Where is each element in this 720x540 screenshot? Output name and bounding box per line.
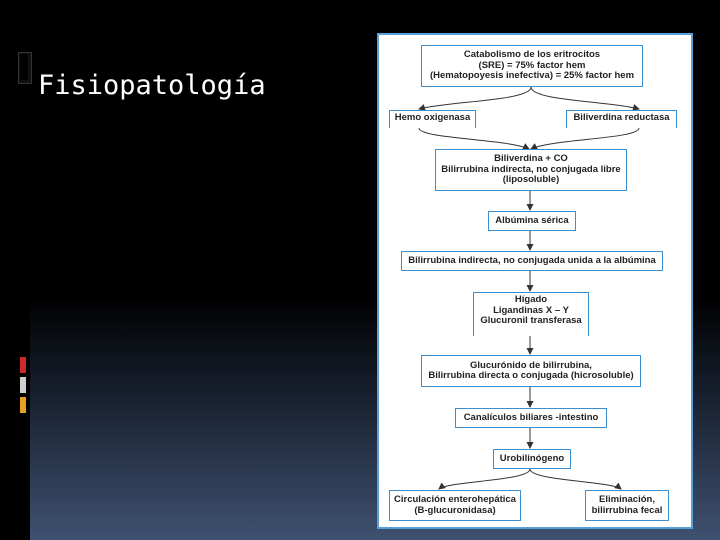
- node-biliverdina-co-line-2: Bilirrubina indirecta, no conjugada libr…: [441, 163, 621, 175]
- flowchart: Catabolismo de los eritrocitos (SRE) = 7…: [377, 33, 693, 529]
- node-hemo-oxigenasa: Hemo oxigenasa: [389, 110, 476, 128]
- node-eliminacion-line-1: Eliminación,: [599, 494, 655, 505]
- node-biliverdina-reductasa-line-1: Biliverdina reductasa: [573, 112, 670, 123]
- node-catabolismo-line-3: (Hematopoyesis inefectiva) = 25% factor …: [429, 70, 635, 82]
- node-eliminacion-line-2: bilirrubina fecal: [591, 504, 663, 516]
- node-canaliculos-line-1: Canalículos biliares -intestino: [463, 411, 599, 423]
- node-catabolismo: Catabolismo de los eritrocitos (SRE) = 7…: [421, 45, 643, 87]
- node-higado: Hígado Ligandinas X – Y Glucuronil trans…: [473, 292, 589, 336]
- connector-to-biliverdina: [418, 127, 530, 150]
- node-albumina: Albúmina sérica: [488, 211, 576, 231]
- connector-catabolismo-split: [418, 86, 532, 111]
- node-albumina-line-1: Albúmina sérica: [495, 214, 569, 226]
- node-circulacion-line-2: (B-glucuronidasa): [414, 504, 496, 516]
- accent-bar-red: [20, 357, 26, 373]
- node-catabolismo-line-2: (SRE) = 75% factor hem: [478, 59, 586, 71]
- node-bilirrubina-unida-line-1: Bilirrubina indirecta, no conjugada unid…: [408, 254, 656, 266]
- connector-to-eliminacion: [529, 468, 622, 490]
- title-marker-inner: [20, 54, 28, 80]
- node-biliverdina-co-line-3: (liposoluble): [502, 174, 560, 186]
- node-glucuronido: Glucurónido de bilirrubina, Bilirrubina …: [421, 355, 641, 387]
- node-urobilinogeno-line-1: Urobilinógeno: [499, 452, 565, 464]
- node-urobilinogeno: Urobilinógeno: [493, 449, 571, 469]
- node-glucuronido-line-2: Bilirrubina directa o conjugada (hicroso…: [428, 370, 634, 381]
- connector-to-biliverdina-right: [530, 127, 640, 150]
- node-circulacion: Circulación enterohepática (B-glucuronid…: [389, 490, 521, 521]
- node-catabolismo-line-1: Catabolismo de los eritrocitos: [463, 49, 601, 61]
- node-hemo-oxigenasa-line-1: Hemo oxigenasa: [394, 112, 471, 123]
- node-canaliculos: Canalículos biliares -intestino: [455, 408, 607, 428]
- node-biliverdina-co-line-1: Biliverdina + CO: [494, 153, 568, 165]
- node-higado-line-1: Hígado: [514, 294, 548, 305]
- connector-to-circulacion: [438, 468, 531, 490]
- node-higado-line-2: Ligandinas X – Y: [493, 304, 569, 316]
- node-biliverdina-co: Biliverdina + CO Bilirrubina indirecta, …: [435, 149, 627, 191]
- flowchart-connectors: [418, 86, 640, 490]
- accent-bar-orange: [20, 397, 26, 413]
- node-eliminacion: Eliminación, bilirrubina fecal: [585, 490, 669, 521]
- node-bilirrubina-unida: Bilirrubina indirecta, no conjugada unid…: [401, 251, 663, 271]
- node-higado-line-3: Glucuronil transferasa: [480, 315, 582, 326]
- connector-catabolismo-split-right: [530, 86, 640, 111]
- node-circulacion-line-1: Circulación enterohepática: [394, 494, 516, 505]
- node-glucuronido-line-1: Glucurónido de bilirrubina,: [470, 359, 592, 371]
- slide-title: Fisiopatología: [38, 70, 266, 101]
- accent-bar-gray: [20, 377, 26, 393]
- node-biliverdina-reductasa: Biliverdina reductasa: [566, 110, 677, 128]
